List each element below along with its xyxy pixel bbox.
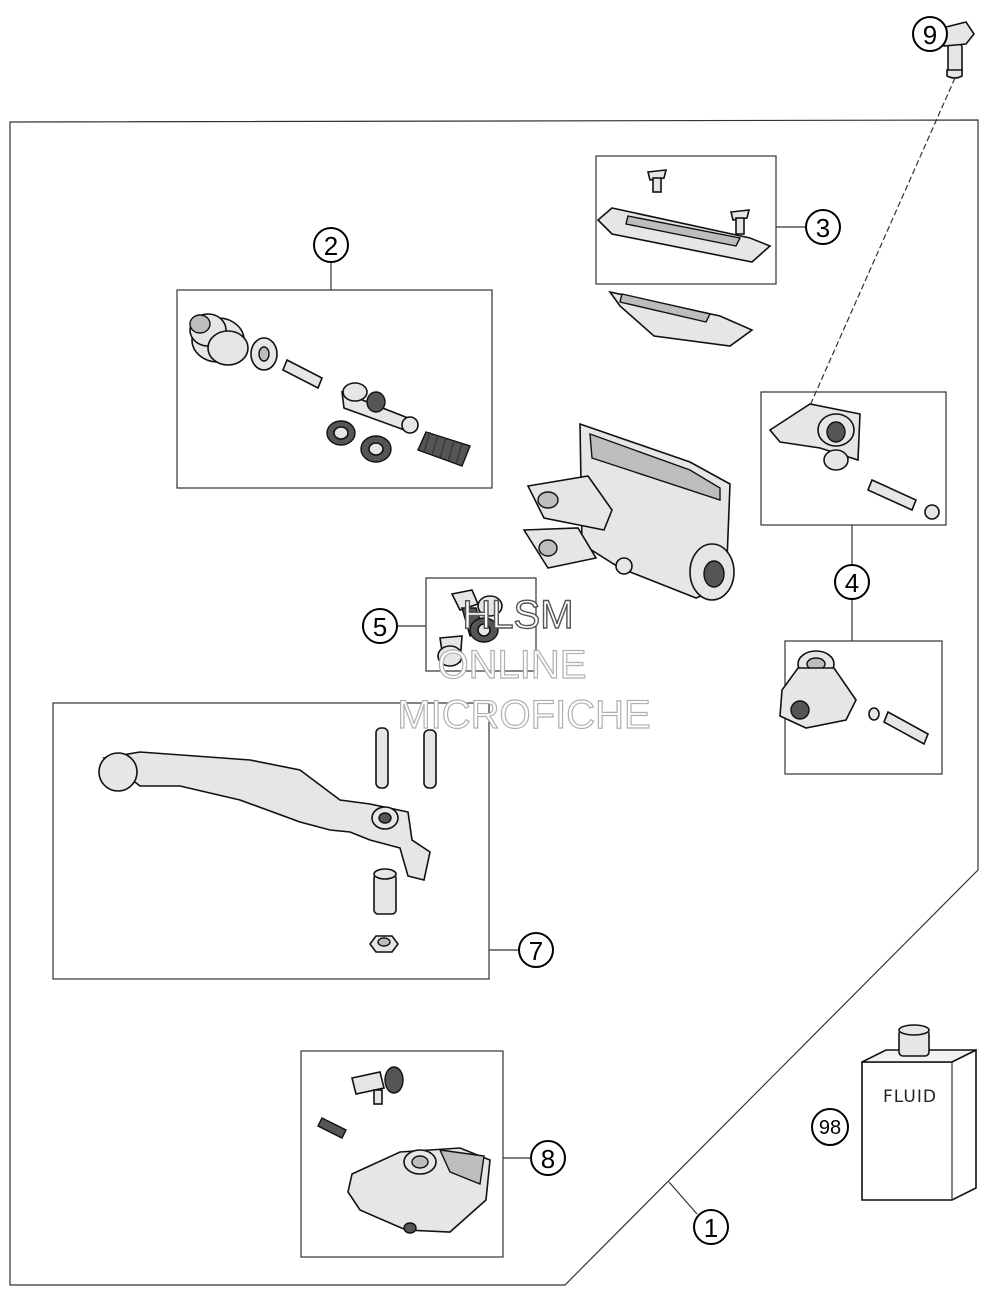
callout-5: 5 xyxy=(362,608,398,644)
leader-1 xyxy=(668,1181,698,1215)
part-5-bleeder xyxy=(398,577,537,672)
watermark: HLSM ONLINE MICROFICHE xyxy=(397,592,652,737)
svg-text:7: 7 xyxy=(529,936,543,966)
svg-text:4: 4 xyxy=(845,568,859,598)
svg-text:98: 98 xyxy=(819,1117,841,1139)
callout-9: 9 xyxy=(912,16,948,52)
part-9-bolt xyxy=(807,21,975,411)
svg-text:9: 9 xyxy=(923,20,937,50)
callout-4: 4 xyxy=(834,564,870,600)
part-3-reservoir-cover xyxy=(595,155,806,347)
svg-text:5: 5 xyxy=(373,612,387,642)
svg-text:2: 2 xyxy=(324,231,338,261)
svg-text:3: 3 xyxy=(816,213,830,243)
callout-8: 8 xyxy=(530,1140,566,1176)
part-2-piston-kit xyxy=(176,262,493,489)
watermark-line-3: MICROFICHE xyxy=(397,693,650,737)
svg-text:1: 1 xyxy=(704,1213,718,1243)
callout-98: 98 xyxy=(811,1108,849,1146)
callout-3: 3 xyxy=(805,209,841,245)
svg-text:8: 8 xyxy=(541,1144,555,1174)
watermark-line-2: ONLINE xyxy=(438,643,587,687)
fluid-label: FLUID xyxy=(883,1087,937,1107)
callout-2: 2 xyxy=(313,227,349,263)
callout-7: 7 xyxy=(518,932,554,968)
watermark-line-1: HLSM xyxy=(462,593,573,637)
kit-outline xyxy=(9,119,979,1286)
part-4-clamp xyxy=(760,391,947,775)
part-7-lever xyxy=(52,702,519,980)
part-98-fluid-bottle: FLUID xyxy=(861,1024,977,1201)
part-8-bracket xyxy=(300,1050,530,1258)
master-cylinder-body xyxy=(522,422,735,601)
callout-1: 1 xyxy=(693,1209,729,1245)
